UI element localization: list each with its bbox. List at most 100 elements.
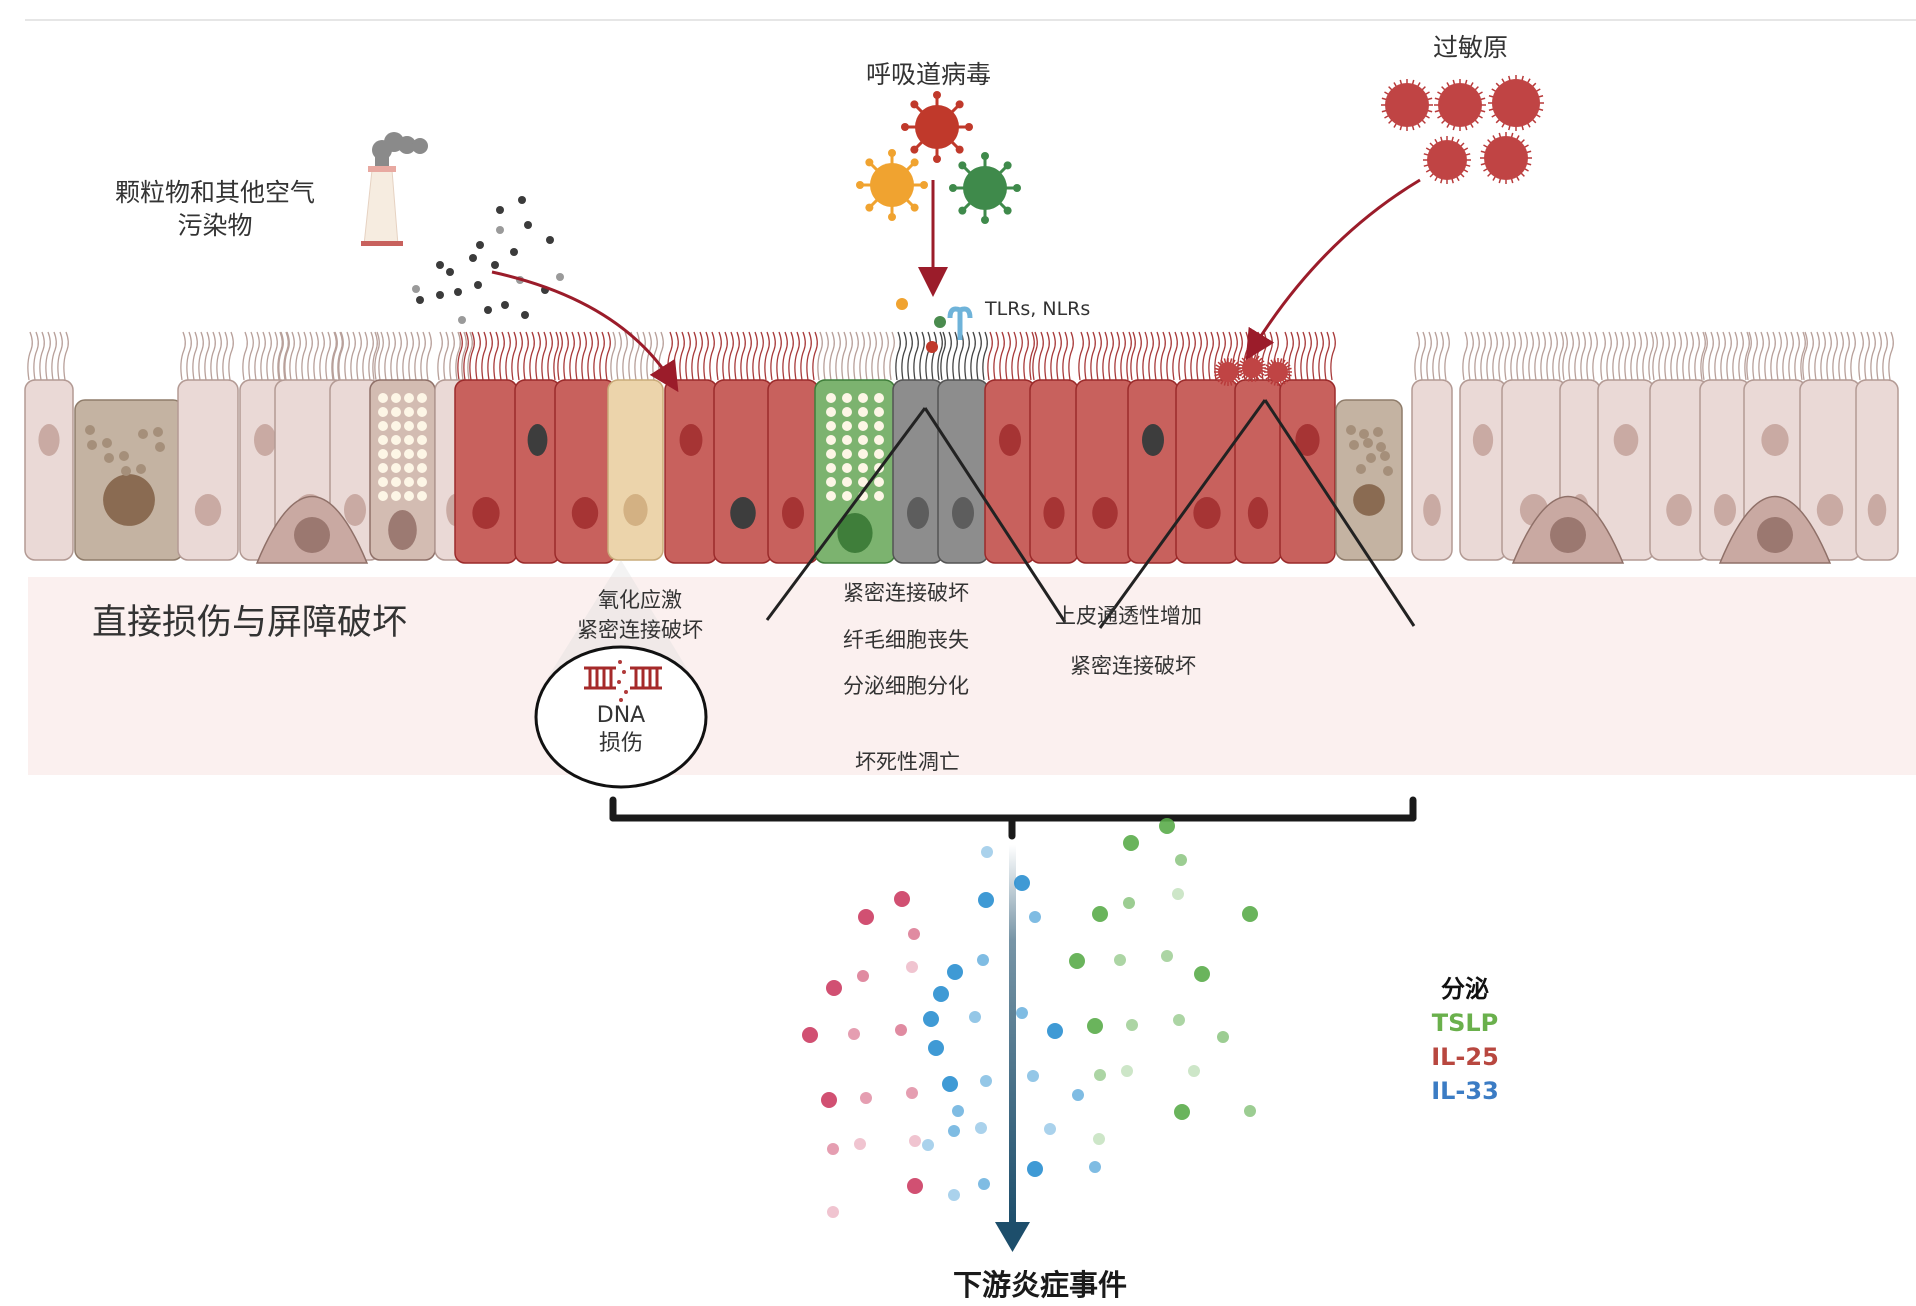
- epithelial-cell: [454, 379, 518, 564]
- pollutant-particle: [436, 291, 444, 299]
- epithelial-cell: [1175, 379, 1239, 564]
- il33-particle: [948, 1125, 960, 1137]
- il25-particle: [821, 1092, 837, 1108]
- il25-particle: [860, 1092, 872, 1104]
- epithelial-cell: [329, 379, 381, 561]
- epithelial-cell: [1335, 399, 1403, 561]
- pollutant-particles: [412, 196, 564, 324]
- tslp-particle: [1159, 818, 1175, 834]
- pollutant-particle: [454, 288, 462, 296]
- tslp-particle: [1242, 906, 1258, 922]
- il33-particle: [980, 1075, 992, 1087]
- il33-particle: [952, 1105, 964, 1117]
- basal-cell: [1718, 495, 1832, 564]
- downstream-arrow-shaft: [1009, 845, 1016, 1225]
- tslp-particle: [1093, 1133, 1105, 1145]
- allergen-icon: [1264, 358, 1292, 386]
- virus-label: 呼吸道病毒: [866, 60, 992, 89]
- il25-particle: [848, 1028, 860, 1040]
- damage-label: 损伤: [598, 731, 643, 756]
- allergen-icon: [1488, 75, 1544, 131]
- epithelial-cell: [1279, 379, 1336, 564]
- allergen-icons: [1214, 75, 1544, 386]
- il33-particle: [942, 1076, 958, 1092]
- epithelial-cell: [1411, 379, 1453, 561]
- virus-icon: [856, 149, 928, 221]
- il25-particle: [858, 909, 874, 925]
- allergen-icon: [1480, 132, 1532, 184]
- effect-wedge-lines: [765, 399, 1416, 629]
- il33-particle: [928, 1040, 944, 1056]
- tslp-particle: [1174, 1104, 1190, 1120]
- il25-particle: [802, 1027, 818, 1043]
- il33-particle: [981, 846, 993, 858]
- allergen-icon: [1214, 358, 1242, 386]
- cilia: [27, 331, 1894, 381]
- il33-particle: [978, 892, 994, 908]
- receptor-label: TLRs, NLRs: [985, 298, 1091, 320]
- dna-damage-circle: [534, 645, 708, 789]
- il33-particle: [922, 1139, 934, 1151]
- il25-particle: [908, 928, 920, 940]
- epithelial-cell: [1699, 379, 1751, 561]
- pollutant-particle: [484, 306, 492, 314]
- barrier-damage-band: [28, 577, 1916, 775]
- downstream-arrow-head: [995, 1222, 1030, 1252]
- il33-particle: [975, 1122, 987, 1134]
- il25-particle: [907, 1178, 923, 1194]
- pollutants-label-line2: 污染物: [177, 211, 253, 240]
- top-divider: [25, 19, 1916, 21]
- pollutant-particle: [496, 206, 504, 214]
- tslp-particle: [1161, 950, 1173, 962]
- il33-particle: [1027, 1070, 1039, 1082]
- epithelial-cell: [1075, 379, 1135, 564]
- tslp-particle: [1194, 966, 1210, 982]
- pollutant-arrow: [491, 270, 679, 393]
- il33-particle: [1029, 911, 1041, 923]
- il33-particle: [948, 1189, 960, 1201]
- band-title: 直接损伤与屏障破坏: [92, 603, 408, 643]
- allergen-arrow: [1245, 178, 1421, 361]
- epithelial-cell: [1597, 379, 1655, 561]
- tslp-particle: [1172, 888, 1184, 900]
- factory-smokestack-icon: [361, 132, 428, 246]
- pollutant-particle: [436, 261, 444, 269]
- virus-icon: [901, 91, 973, 163]
- il25-particle: [894, 891, 910, 907]
- secretion-legend: 分泌 TSLP IL-25 IL-33: [1410, 972, 1520, 1108]
- pollutant-particle: [521, 311, 529, 319]
- legend-item-il33: IL-33: [1431, 1077, 1499, 1105]
- il33-particle: [933, 986, 949, 1002]
- il33-particle: [1044, 1123, 1056, 1135]
- il25-particle: [909, 1135, 921, 1147]
- epithelial-cell: [1855, 379, 1899, 561]
- pollutant-particle: [491, 261, 499, 269]
- il33-particle: [1047, 1023, 1063, 1039]
- epithelial-cell: [1127, 379, 1179, 564]
- il33-particle: [1016, 1007, 1028, 1019]
- tslp-particle: [1087, 1018, 1103, 1034]
- pollutant-particle: [556, 273, 564, 281]
- il33-particle: [947, 964, 963, 980]
- allergen-label: 过敏原: [1433, 33, 1509, 62]
- il33-particle: [923, 1011, 939, 1027]
- virus-effect-4: 坏死性凋亡: [855, 750, 960, 774]
- epithelial-cell: [369, 379, 436, 561]
- tslp-particle: [1217, 1031, 1229, 1043]
- small-virus-icon: [934, 316, 946, 328]
- pollutant-particle: [476, 241, 484, 249]
- il25-particle: [854, 1138, 866, 1150]
- il25-particle: [827, 1143, 839, 1155]
- virus-effect-3: 分泌细胞分化: [843, 674, 969, 698]
- allergen-effect-1: 上皮通透性增加: [1055, 604, 1202, 628]
- virus-effect-2: 纤毛细胞丧失: [843, 628, 969, 652]
- pollutant-particle: [496, 226, 504, 234]
- pollutant-particle: [474, 281, 482, 289]
- legend-title: 分泌: [1441, 975, 1489, 1003]
- pollutant-effects: 氧化应激 紧密连接破坏: [540, 585, 740, 645]
- tslp-particle: [1123, 835, 1139, 851]
- small-virus-icon: [926, 341, 938, 353]
- tslp-particle: [1069, 953, 1085, 969]
- epithelial-cell: [937, 379, 989, 564]
